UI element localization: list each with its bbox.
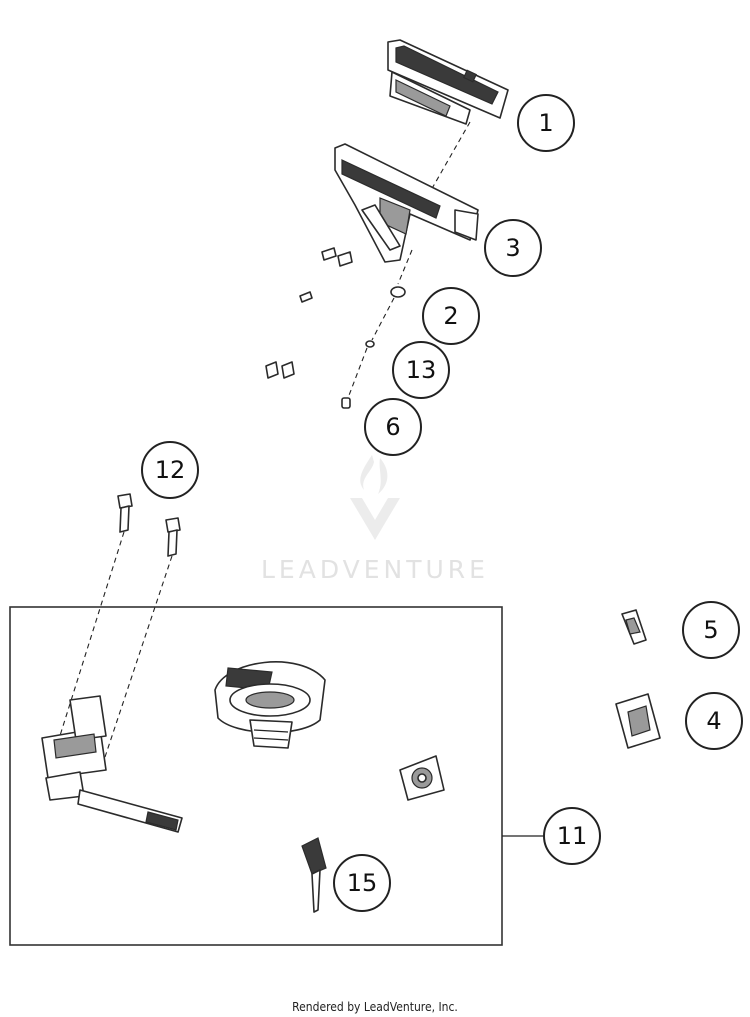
ignition-lock [41, 695, 183, 833]
callout-5: 5 [682, 601, 740, 659]
callout-11: 11 [543, 807, 601, 865]
part-11-kit-box [9, 606, 503, 946]
callout-3: 3 [484, 219, 542, 277]
part-6-screw [341, 397, 351, 409]
callout-4: 4 [685, 692, 743, 750]
svg-text:6: 6 [385, 413, 400, 441]
small-clips [265, 247, 353, 379]
footer-credit: Rendered by LeadVenture, Inc. [292, 1000, 458, 1014]
part-15-key [301, 837, 327, 913]
svg-text:13: 13 [406, 356, 437, 384]
svg-text:2: 2 [443, 302, 458, 330]
watermark-text: LEADVENTURE [261, 555, 489, 584]
part-4-seal [615, 693, 661, 749]
callout-13: 13 [392, 341, 450, 399]
part-5-clip [621, 609, 647, 645]
svg-text:15: 15 [347, 869, 378, 897]
svg-text:5: 5 [703, 616, 718, 644]
callout-2: 2 [422, 287, 480, 345]
fuel-cap-lock [214, 661, 326, 749]
part-1-instrument-cluster [387, 39, 509, 125]
part-12-screws [117, 493, 181, 557]
part-13-spacer [365, 340, 375, 348]
callout-12: 12 [141, 441, 199, 499]
watermark-logo: LEADVENTURE [261, 455, 489, 584]
svg-text:11: 11 [557, 822, 588, 850]
svg-text:12: 12 [155, 456, 186, 484]
svg-text:4: 4 [706, 707, 721, 735]
svg-text:3: 3 [505, 234, 520, 262]
part-2-washer [390, 286, 406, 298]
seat-lock [399, 755, 445, 801]
part-3-bracket [334, 143, 479, 263]
callout-6: 6 [364, 398, 422, 456]
callout-15: 15 [333, 854, 391, 912]
callout-1: 1 [517, 94, 575, 152]
svg-text:1: 1 [538, 109, 553, 137]
